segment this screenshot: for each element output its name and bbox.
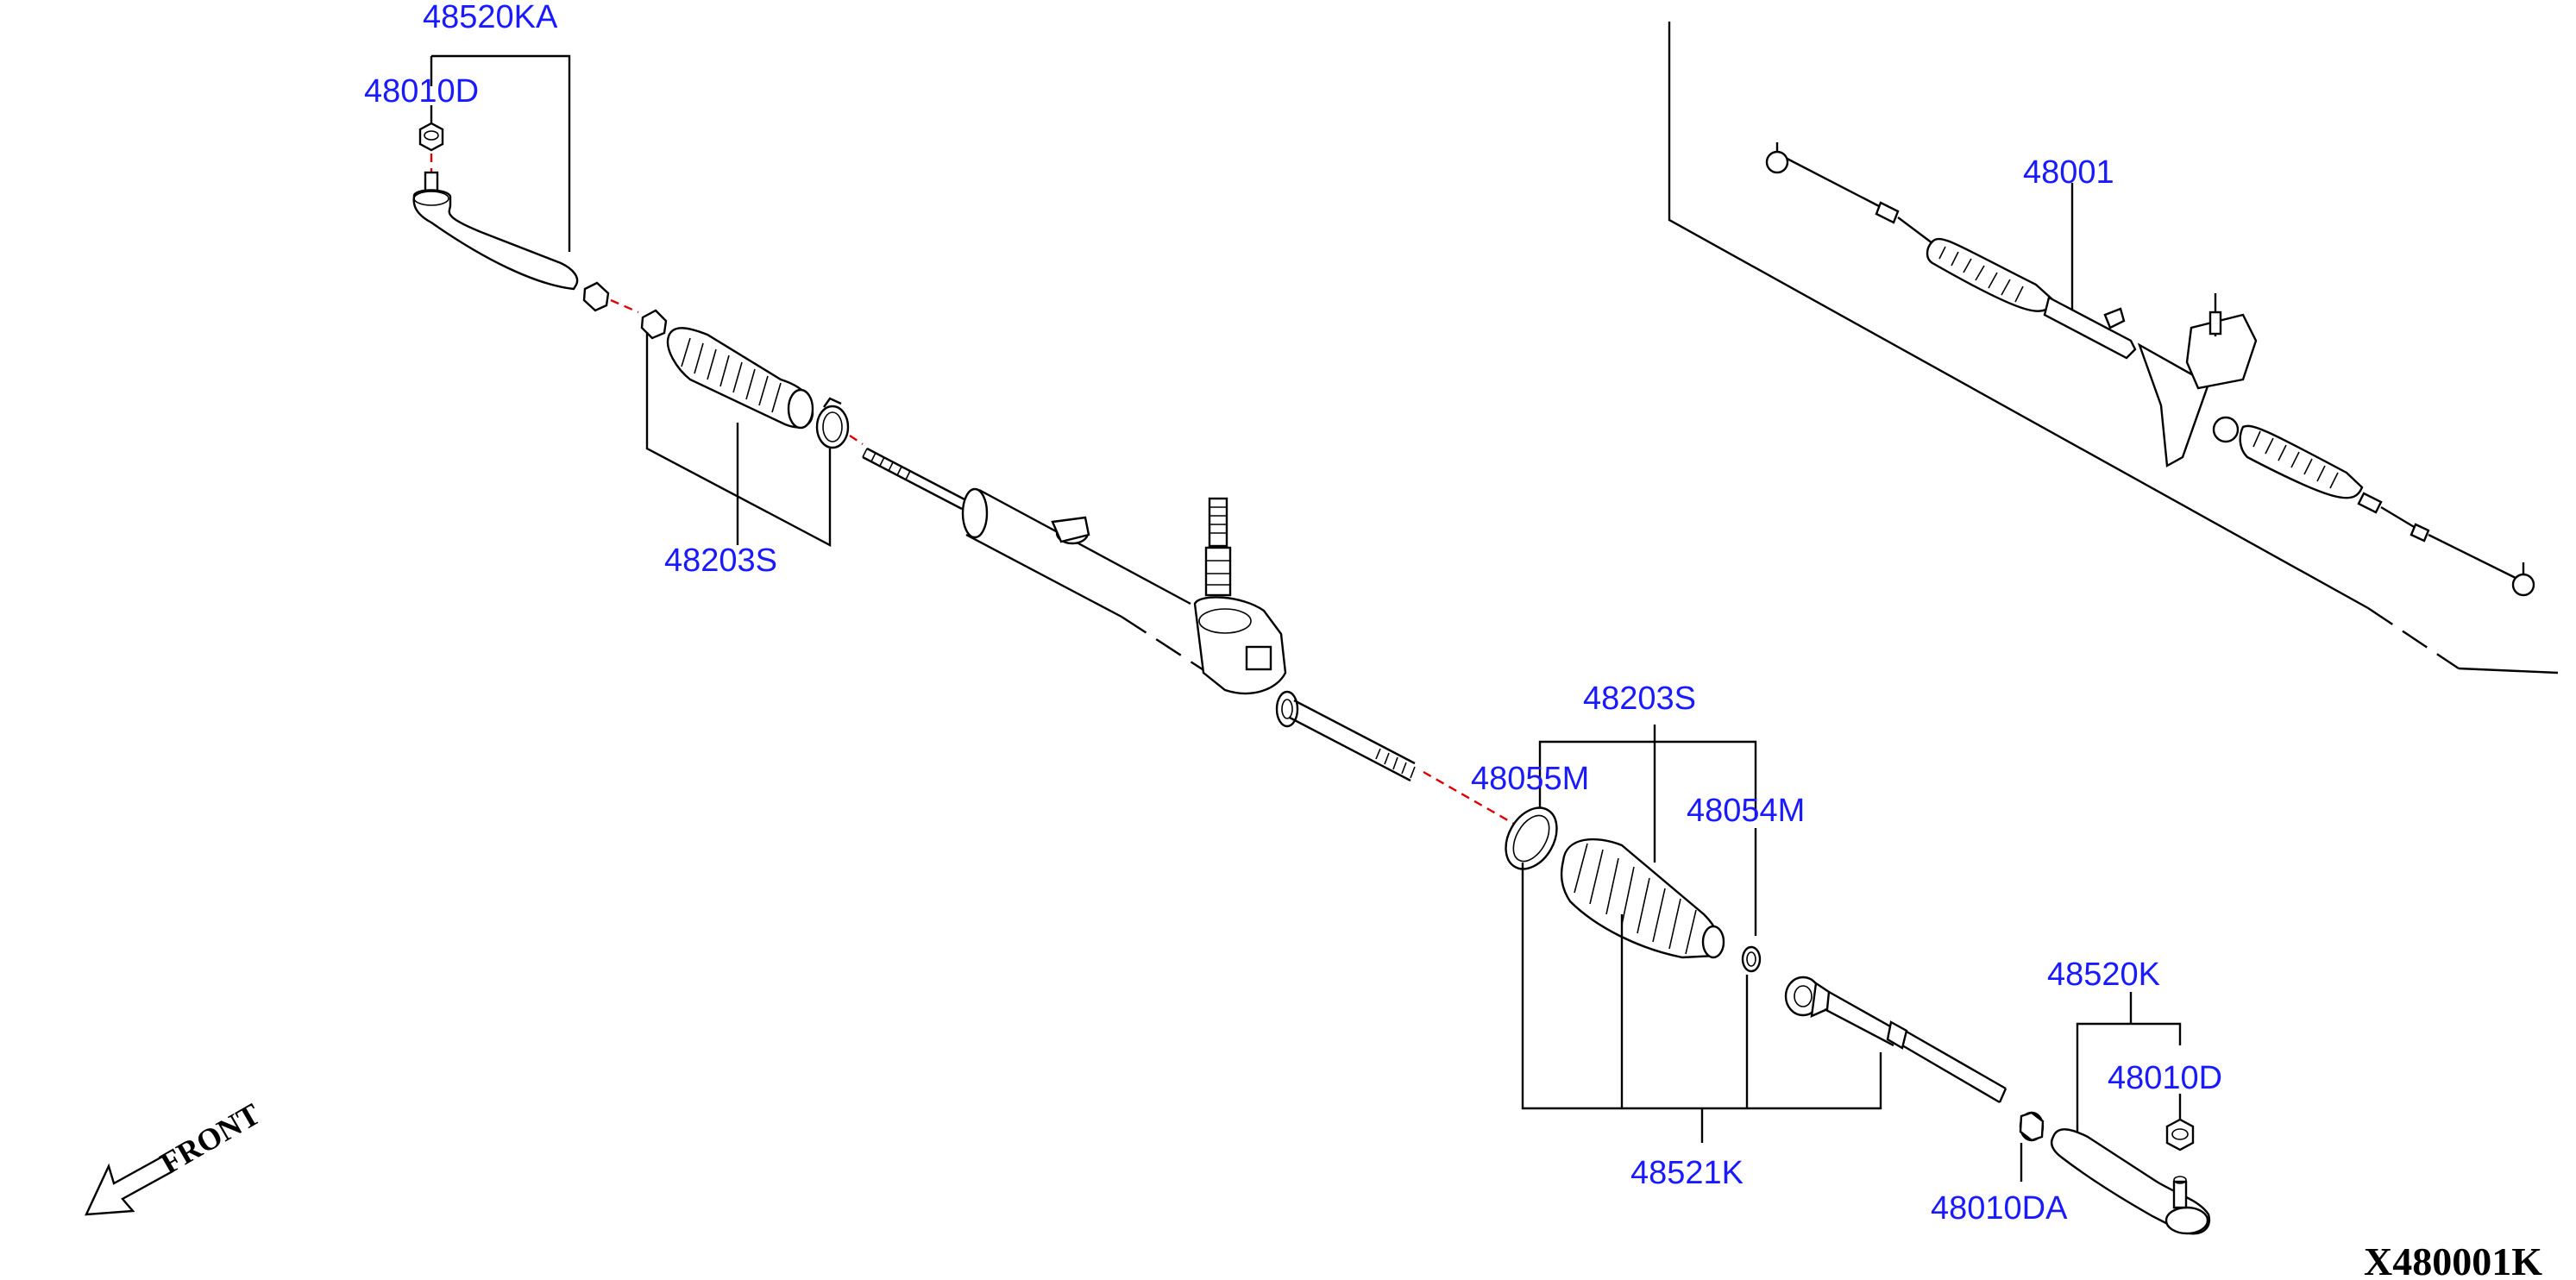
front-arrow-icon [85,1154,174,1216]
right-tie-rod-end-group: 48520K 48010D [2047,957,2222,1235]
label-tie-rod-end-left: 48520KA [423,0,558,35]
tie-rod-end-right [2050,1128,2211,1235]
left-boot-kit-group: 48203S [640,309,864,579]
label-boot-kit-left: 48203S [664,543,777,579]
lock-nut-right-group: 48010DA [1931,1111,2068,1227]
label-clamp-large: 48055M [1471,761,1589,797]
tie-rod-end-left [412,171,579,291]
boot-clamp-large-left [815,397,850,449]
steering-gear-body [862,447,1519,828]
lock-nut-left [582,281,610,312]
front-label: FRONT [154,1096,266,1181]
lock-nut-right [2019,1111,2045,1142]
boot-left [666,327,814,430]
label-gear-assembly: 48001 [2023,154,2114,191]
boot-right [1560,838,1725,959]
inner-socket [1784,976,2007,1104]
boot-clamp-large-right [1505,806,1558,870]
label-nut-right: 48010D [2108,1060,2222,1096]
boot-clamp-small-right [1741,945,1762,973]
tie-rod-nut-left [418,122,444,152]
right-boot-kit-group: 48203S 48055M 48054M [1471,681,1805,973]
tie-rod-nut-right [2165,1118,2195,1151]
inset-rack-assembly [1765,142,2535,597]
diagram-code: X480001K [2364,1239,2542,1280]
assembly-inset: 48001 [1668,22,2559,675]
label-inner-socket: 48521K [1630,1155,1744,1191]
label-lock-nut: 48010DA [1931,1190,2068,1227]
left-tie-rod-end-group: 48520KA 48010D [364,0,639,314]
label-nut-left: 48010D [364,73,479,110]
label-clamp-small: 48054M [1687,793,1805,829]
label-boot-kit-right: 48203S [1583,681,1696,717]
label-tie-rod-end-right: 48520K [2047,957,2160,993]
front-indicator: FRONT [85,1096,266,1216]
inner-socket-group: 48521K [1521,863,2007,1191]
boot-clamp-small-left [640,309,668,340]
